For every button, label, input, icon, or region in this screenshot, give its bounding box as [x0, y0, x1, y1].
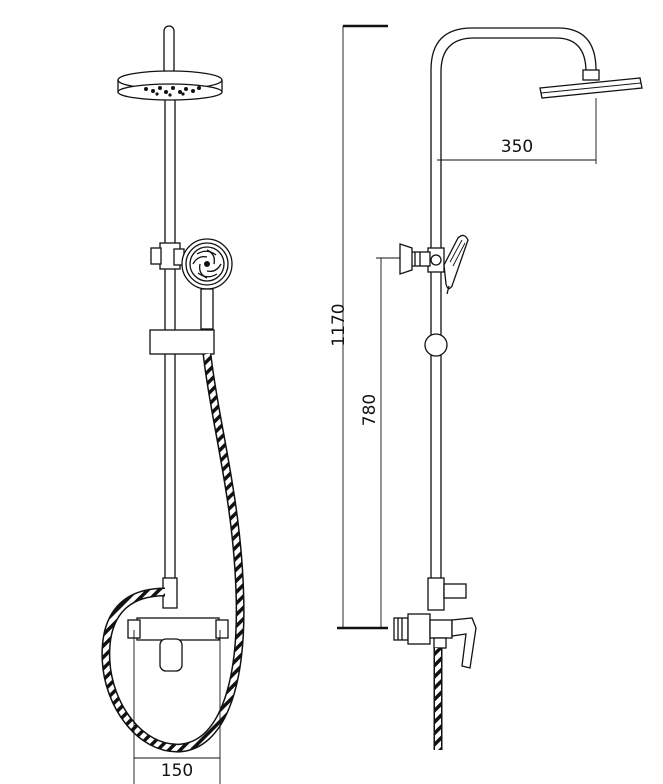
side-spout: [433, 637, 447, 649]
dimension-arm-reach: 350: [437, 98, 597, 164]
side-diverter-knob: [424, 333, 448, 357]
side-lower-coupling: [427, 577, 467, 611]
side-curved-arm: [430, 27, 597, 240]
front-wall-bracket: [149, 329, 215, 355]
side-handshower-holder: [399, 243, 445, 275]
side-rain-shower-head: [539, 69, 643, 99]
side-riser-pipe: [430, 240, 442, 582]
front-view: 150: [101, 25, 245, 784]
front-rain-shower-head: [117, 70, 223, 101]
front-mixer-valve: [127, 617, 229, 672]
side-mixer-valve: [393, 613, 477, 669]
side-view: 1170 780 350: [329, 24, 643, 750]
front-top-pipe: [163, 25, 175, 75]
side-hand-shower: [443, 234, 469, 295]
rain-head-nozzles: [144, 86, 201, 97]
dimension-mixer-centers: 150: [133, 630, 221, 784]
front-lower-coupling: [162, 577, 178, 609]
dimension-mixer-to-holder-label: 780: [360, 394, 380, 426]
front-flexible-hose: [101, 353, 245, 753]
dimension-mixer-centers-label: 150: [161, 761, 193, 781]
dimension-mixer-to-holder: 780: [360, 257, 410, 628]
dimension-arm-reach-label: 350: [501, 137, 533, 157]
hand-shower-spiral: [192, 249, 222, 279]
front-hand-shower-head: [181, 238, 233, 330]
front-handshower-holder: [150, 242, 185, 270]
dimension-total-height: 1170: [329, 24, 388, 630]
dimension-total-height-label: 1170: [329, 303, 349, 346]
